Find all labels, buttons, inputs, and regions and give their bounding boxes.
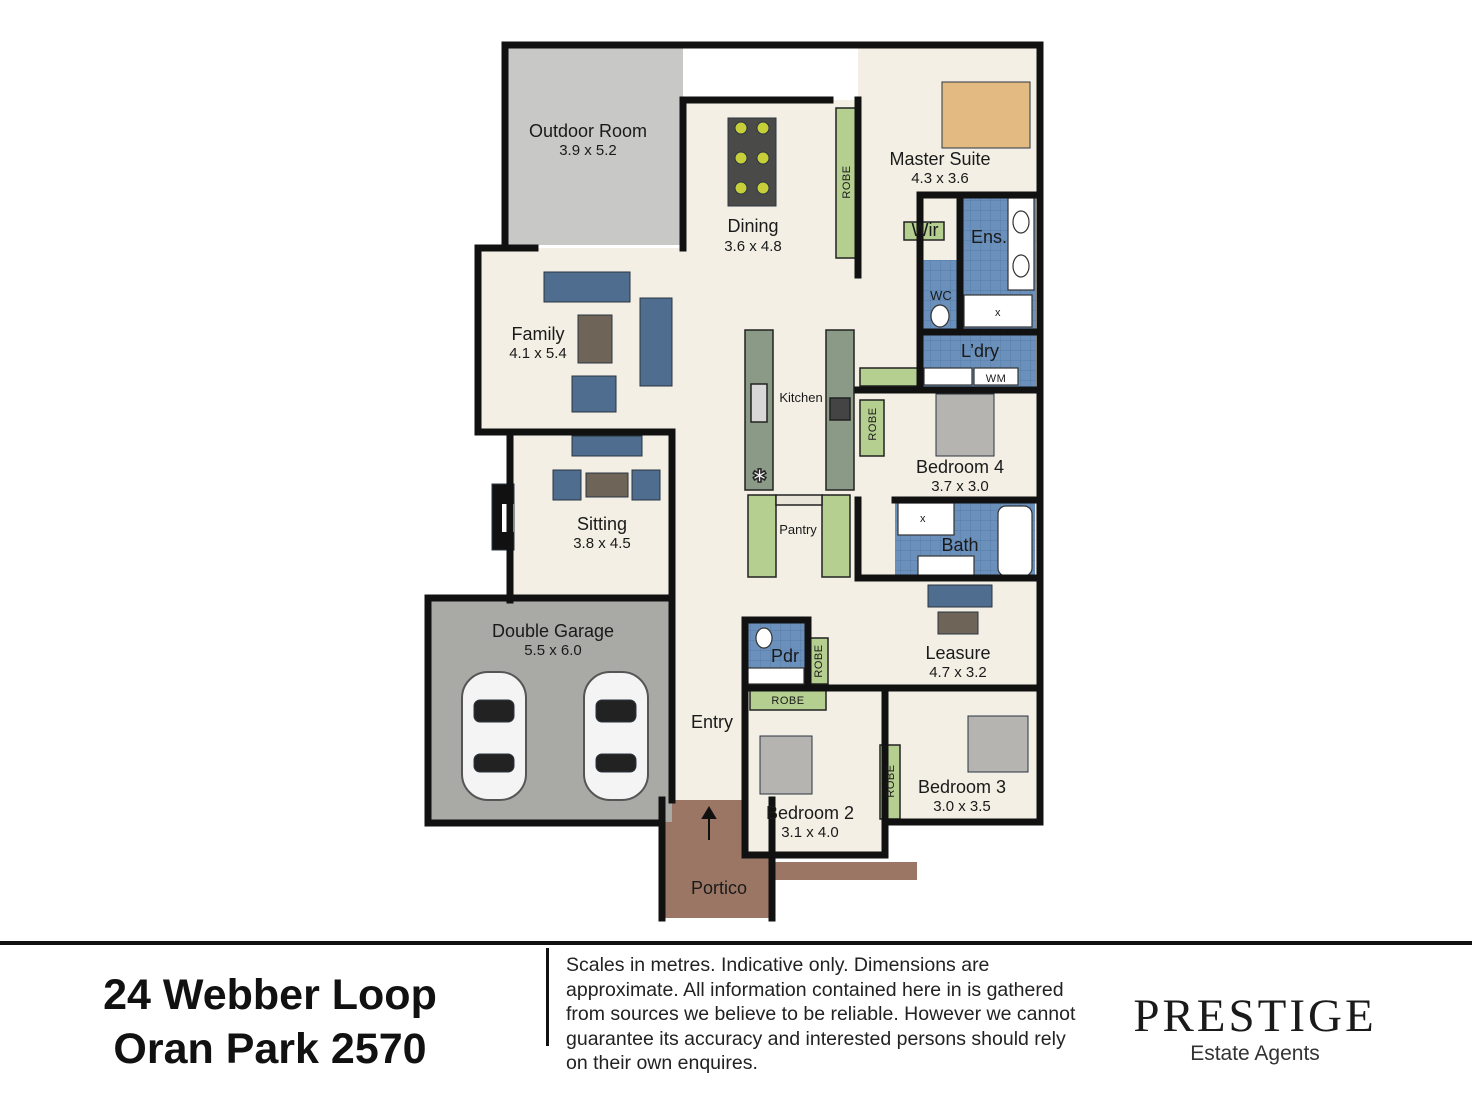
ensuite-basin-2 <box>1012 254 1030 278</box>
disclaimer-text: Scales in metres. Indicative only. Dimen… <box>566 954 1076 1075</box>
bedroom-4-dims: 3.7 x 3.0 <box>931 478 989 495</box>
porch-strip <box>772 862 917 880</box>
ensuite-name: Ens. <box>971 227 1007 247</box>
brand-subtitle: Estate Agents <box>1190 1042 1320 1065</box>
bedroom-3-dims: 3.0 x 3.5 <box>933 798 991 815</box>
bed4-bed <box>935 393 995 457</box>
bathtub <box>997 505 1033 577</box>
kitchen-benches: ✱ <box>744 329 855 491</box>
leasure-table <box>937 611 979 635</box>
walls <box>424 41 1044 922</box>
brand-name: PRESTIGE <box>1133 990 1377 1042</box>
pantry-left <box>747 494 777 578</box>
entry-arrow <box>701 806 717 840</box>
ensuite-basin-1 <box>1012 210 1030 234</box>
car-2 <box>583 671 649 801</box>
bath-shower-mark: x <box>920 513 926 525</box>
wc-toilet <box>930 304 950 328</box>
outdoor-room-dims: 3.9 x 5.2 <box>559 142 617 159</box>
wc-name: WC <box>930 288 952 303</box>
pantry-name: Pantry <box>779 522 817 537</box>
washing-machine-label: WM <box>986 373 1007 385</box>
family-sofa-right <box>639 297 673 387</box>
laundry-name: L’dry <box>961 341 999 361</box>
fixtures <box>747 197 1035 685</box>
wir-name: Wir <box>912 220 939 240</box>
pantry-top <box>775 494 823 506</box>
pdr-vanity <box>747 667 805 685</box>
portico-name: Portico <box>691 878 747 898</box>
family-dims: 4.1 x 5.4 <box>509 345 567 362</box>
pdr-robe-label: ROBE <box>813 644 825 677</box>
bed2-robe-label: ROBE <box>771 695 804 707</box>
sitting-name: Sitting <box>577 514 627 534</box>
property-address: 24 Webber Loop Oran Park 2570 <box>60 968 480 1076</box>
bed3-robe-label: ROBE <box>885 764 897 797</box>
outdoor-room-floor <box>505 45 683 245</box>
ensuite-shower <box>963 294 1033 328</box>
bed4-robe-label: ROBE <box>867 407 879 440</box>
pdr-name: Pdr <box>771 646 799 666</box>
washing-machine <box>973 367 1019 386</box>
address-line-2: Oran Park 2570 <box>113 1025 427 1073</box>
sitting-chair-left <box>552 469 582 501</box>
master-robe-label: ROBE <box>841 165 853 198</box>
agency-logo: PRESTIGE Estate Agents <box>1120 990 1390 1066</box>
bed4-robe <box>859 399 885 457</box>
sitting-dims: 3.8 x 4.5 <box>573 535 631 552</box>
entry-name: Entry <box>691 712 733 732</box>
fan-icon: ✱ <box>752 466 767 487</box>
double-garage-name: Double Garage <box>492 621 614 641</box>
room-labels: Outdoor Room 3.9 x 5.2 Dining 3.6 x 4.8 … <box>492 121 1007 898</box>
bath-name: Bath <box>941 535 978 555</box>
family-table <box>577 314 613 364</box>
wir-shelf <box>903 221 945 241</box>
dining-table <box>727 117 777 207</box>
bedroom-3-name: Bedroom 3 <box>918 777 1006 797</box>
family-sofa-top <box>543 271 631 303</box>
master-bed <box>941 81 1031 149</box>
master-suite-name: Master Suite <box>889 149 990 169</box>
bath-shower <box>897 502 955 536</box>
laundry-tub <box>923 367 973 386</box>
leasure-dims: 4.7 x 3.2 <box>929 664 987 681</box>
double-garage-dims: 5.5 x 6.0 <box>524 642 582 659</box>
leasure-name: Leasure <box>925 643 990 663</box>
sitting-sofa <box>571 435 643 457</box>
laundry-robe <box>859 367 919 387</box>
bed3-bed <box>967 715 1029 773</box>
sink <box>750 383 768 423</box>
footer-separator <box>546 948 549 1046</box>
sitting-table <box>585 472 629 498</box>
outdoor-room-name: Outdoor Room <box>529 121 647 141</box>
pdr-toilet <box>755 627 773 649</box>
bedroom-4-name: Bedroom 4 <box>916 457 1004 477</box>
sitting-chair-right <box>631 469 661 501</box>
car-1 <box>461 671 527 801</box>
bedroom-2-name: Bedroom 2 <box>766 803 854 823</box>
family-chair <box>571 375 617 413</box>
floor-plan: ✱ <box>424 41 1044 922</box>
footer-divider <box>0 941 1472 945</box>
bath-vanity <box>917 555 975 577</box>
bedroom-2-dims: 3.1 x 4.0 <box>781 824 839 841</box>
dining-name: Dining <box>727 216 778 236</box>
address-line-1: 24 Webber Loop <box>103 971 437 1019</box>
master-suite-dims: 4.3 x 3.6 <box>911 170 969 187</box>
pantry-right <box>821 494 851 578</box>
ensuite-shower-mark: x <box>995 307 1001 319</box>
dining-dims: 3.6 x 4.8 <box>724 238 782 255</box>
kitchen-name: Kitchen <box>779 390 822 405</box>
family-name: Family <box>512 324 565 344</box>
leasure-sofa <box>927 584 993 608</box>
cooktop <box>829 397 851 421</box>
bed2-bed <box>759 735 813 795</box>
